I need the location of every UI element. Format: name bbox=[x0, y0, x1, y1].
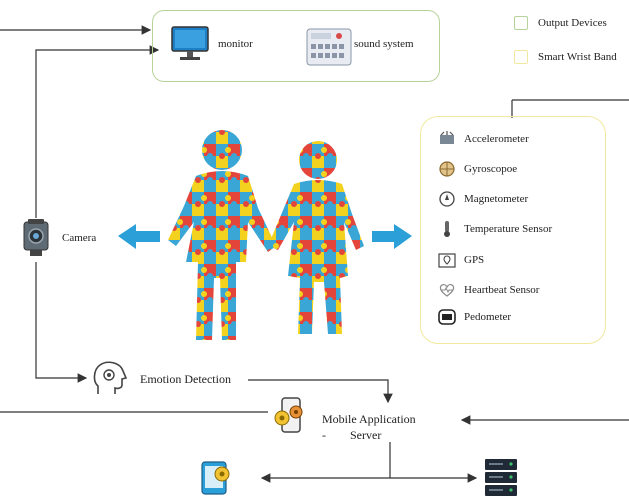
line-emotion-to-mobile bbox=[248, 379, 393, 404]
sound-system-icon bbox=[306, 28, 352, 66]
sensor-pedometer: Pedometer bbox=[438, 308, 511, 326]
arrow-to-camera bbox=[118, 224, 160, 249]
sensor-label-magnetometer: Magnetometer bbox=[464, 193, 529, 205]
sensor-label-accelerometer: Accelerometer bbox=[464, 133, 529, 145]
legend-swatch-output-devices bbox=[514, 16, 528, 30]
child-left-silhouette bbox=[168, 130, 276, 340]
sensor-label-gps: GPS bbox=[464, 254, 485, 266]
gyroscope-icon bbox=[438, 160, 456, 178]
accelerometer-icon bbox=[438, 130, 456, 148]
heartbeat-icon bbox=[438, 281, 456, 299]
sensor-temperature: Temperature Sensor bbox=[438, 220, 552, 238]
pedometer-icon bbox=[438, 308, 456, 326]
line-camera-to-emotion bbox=[35, 262, 88, 383]
sensor-gps: GPS bbox=[438, 251, 484, 269]
output-devices-box bbox=[152, 10, 440, 82]
phone-device-icon bbox=[200, 460, 236, 496]
sensor-label-pedometer: Pedometer bbox=[464, 311, 512, 323]
monitor-label: monitor bbox=[218, 38, 253, 50]
magnetometer-icon bbox=[438, 190, 456, 208]
legend-label-smart-wrist-band: Smart Wrist Band bbox=[538, 51, 617, 63]
sound-system-label: sound system bbox=[354, 38, 414, 50]
mobile-app-label-line2: - Server bbox=[322, 428, 382, 442]
brain-gear-icon bbox=[90, 358, 130, 398]
arrow-to-wristband bbox=[372, 224, 412, 249]
server-rack-icon bbox=[484, 458, 518, 498]
sensor-heartbeat: Heartbeat Sensor bbox=[438, 281, 539, 299]
camera-label: Camera bbox=[62, 232, 97, 244]
sensor-accelerometer: Accelerometer bbox=[438, 130, 529, 148]
thermometer-icon bbox=[438, 220, 456, 238]
child-right-silhouette bbox=[268, 141, 364, 334]
camera-icon bbox=[22, 218, 50, 258]
smart-wrist-band-box bbox=[420, 116, 606, 344]
mobile-app-icon bbox=[272, 396, 308, 436]
legend-swatch-smart-wrist-band bbox=[514, 50, 528, 64]
monitor-icon bbox=[170, 24, 210, 64]
emotion-detection-label: Emotion Detection bbox=[140, 372, 231, 386]
sensor-label-temperature: Temperature Sensor bbox=[464, 223, 553, 235]
sensor-label-heartbeat: Heartbeat Sensor bbox=[464, 284, 540, 296]
mobile-app-label-line1: Mobile Application bbox=[322, 412, 416, 426]
sensor-magnetometer: Magnetometer bbox=[438, 190, 528, 208]
gps-icon bbox=[438, 251, 456, 269]
legend-label-output-devices: Output Devices bbox=[538, 17, 607, 29]
sensor-label-gyroscope: Gyroscopoe bbox=[464, 163, 518, 175]
sensor-gyroscope: Gyroscopoe bbox=[438, 160, 517, 178]
line-camera-to-output bbox=[35, 45, 160, 218]
